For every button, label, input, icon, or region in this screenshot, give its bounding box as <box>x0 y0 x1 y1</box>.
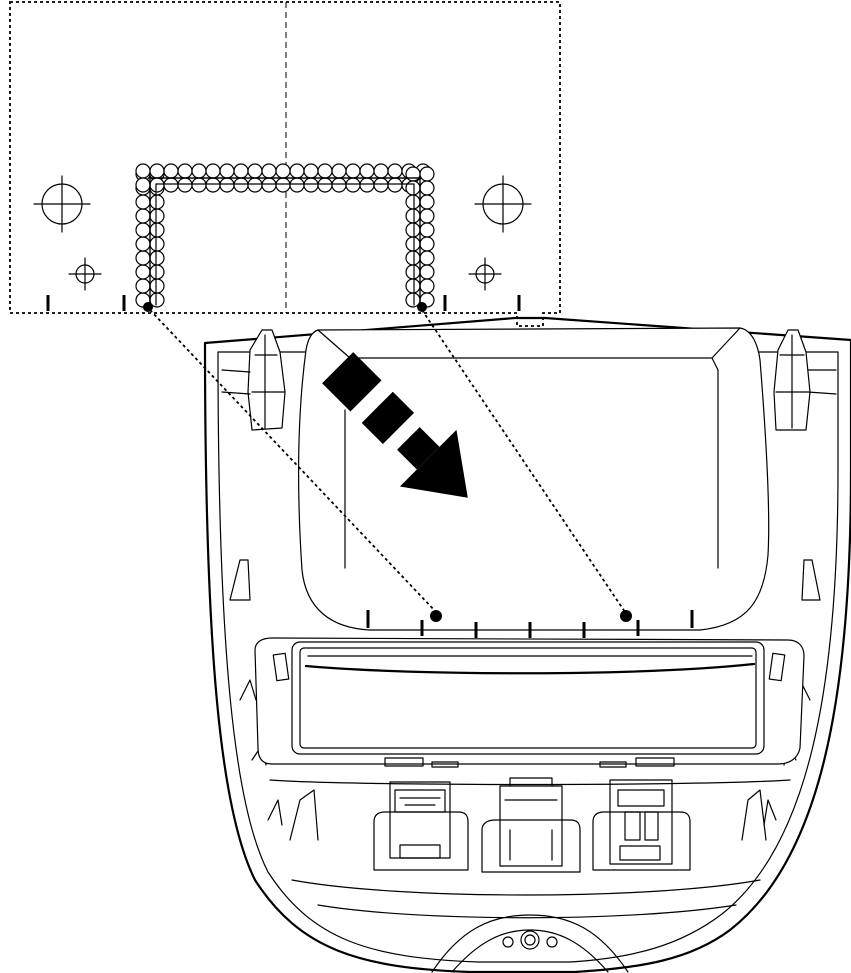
hole-left-small-icon <box>68 257 102 291</box>
arrow-icon <box>322 352 468 498</box>
port-left <box>373 781 469 871</box>
printer-body <box>203 316 851 973</box>
cutout-scallop-border <box>135 163 435 308</box>
port-center <box>481 777 581 873</box>
cutout-end-dot <box>417 302 427 312</box>
cover-ticks <box>366 610 694 638</box>
alignment-guides <box>149 309 632 622</box>
media-cover-inner-line <box>349 357 719 569</box>
port-right <box>592 779 691 871</box>
media-cover-top-edge <box>317 327 741 359</box>
right-latch <box>773 329 837 431</box>
hole-right-small-icon <box>468 257 502 291</box>
printer-outer-shell <box>203 316 851 973</box>
printer-inner-shell <box>217 351 839 963</box>
right-indicator <box>768 652 786 682</box>
button-center-icon <box>520 930 540 950</box>
template-outline <box>9 1 561 327</box>
printer-bottom-arch <box>431 914 629 973</box>
hole-left-large-icon <box>33 175 91 233</box>
left-latch <box>221 329 286 431</box>
target-dot-right <box>620 610 632 622</box>
tear-bar <box>304 662 756 675</box>
button-right-icon <box>546 936 558 948</box>
media-cover <box>297 327 770 631</box>
hole-right-large-icon <box>474 175 532 233</box>
paper-exit-slot <box>291 641 765 755</box>
guide-line-right <box>421 309 626 613</box>
paper-exit-slot-inner <box>299 647 757 749</box>
button-left-icon <box>502 936 514 948</box>
printer-bottom-arch-inner <box>451 929 609 973</box>
target-dot-left <box>430 610 442 622</box>
template-sheet <box>9 1 561 327</box>
button-center-ring-icon <box>524 934 536 946</box>
cutout-start-dot <box>143 302 153 312</box>
template-ticks <box>46 295 521 311</box>
left-indicator <box>272 652 290 682</box>
